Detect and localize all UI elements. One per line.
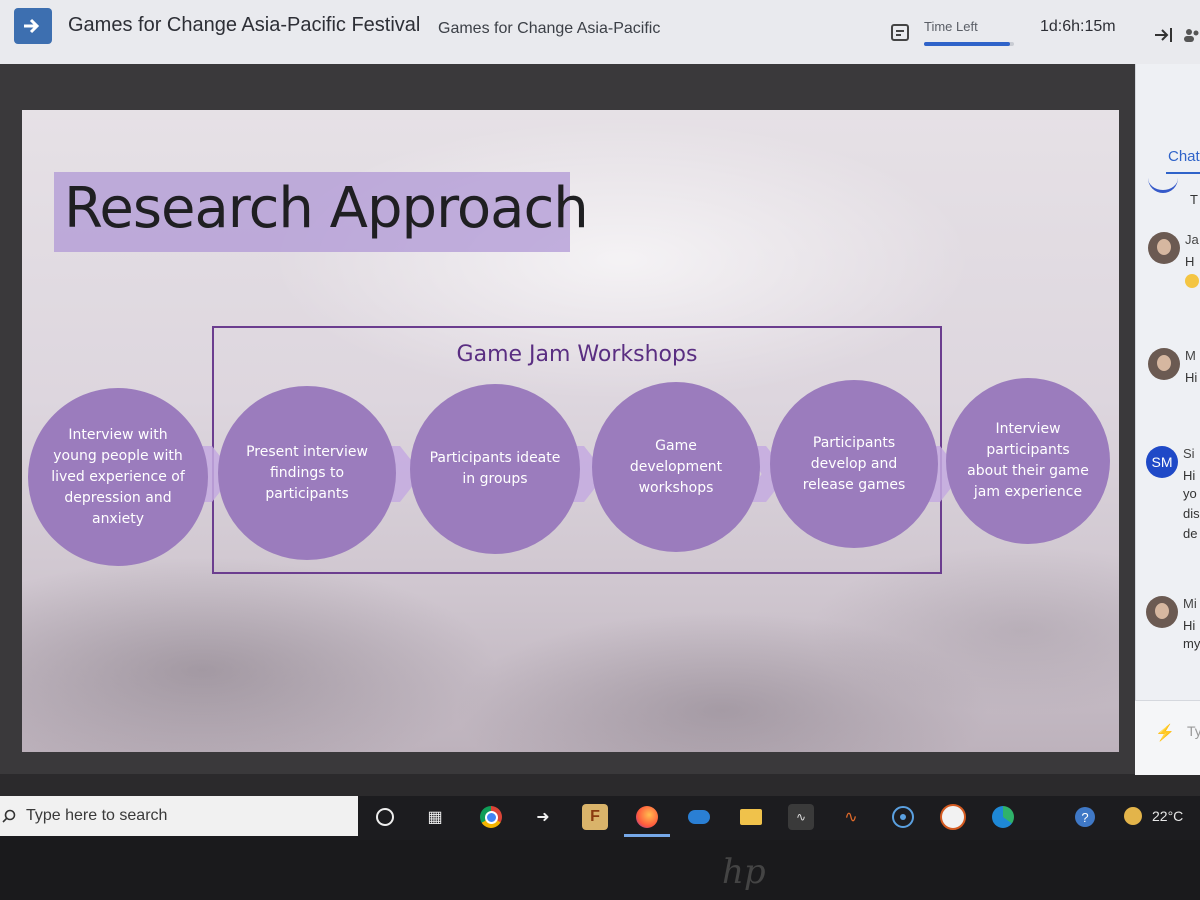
cloud-app-icon[interactable] — [686, 804, 712, 830]
windows-taskbar: Type here to search ▦ ➜ F ∿ ∿ ? 22°C — [0, 796, 1200, 840]
slide: Research Approach Game Jam Workshops Int… — [22, 110, 1119, 752]
tab-chat[interactable]: Chat — [1168, 148, 1200, 165]
avatar — [1148, 232, 1180, 264]
task-view-icon[interactable]: ▦ — [422, 804, 448, 830]
game-jam-group-label: Game Jam Workshops — [212, 342, 942, 367]
step-1-circle: Interview with young people with lived e… — [28, 388, 208, 566]
calendar-icon — [890, 22, 910, 42]
exit-icon[interactable] — [1153, 26, 1173, 44]
step-5-circle: Participants develop and release games — [770, 380, 938, 548]
step-2-circle: Present interview findings to participan… — [218, 386, 396, 560]
chrome-icon[interactable] — [478, 804, 504, 830]
chat-input[interactable]: Ty — [1187, 723, 1200, 739]
avatar — [1148, 348, 1180, 380]
message-text: yo — [1183, 486, 1197, 501]
weather-icon[interactable] — [1124, 807, 1142, 825]
chat-panel: Chat T — [1135, 64, 1200, 774]
message-text: de — [1183, 526, 1197, 541]
search-icon — [2, 809, 16, 823]
tab-chat-underline — [1166, 172, 1200, 174]
step-6-circle: Interview participants about their game … — [946, 378, 1110, 544]
message-author: Mi — [1183, 596, 1197, 611]
audio-app-icon[interactable]: ∿ — [788, 804, 814, 830]
taskbar-search[interactable]: Type here to search — [0, 796, 358, 836]
hp-logo: hp — [722, 852, 766, 892]
time-left-progress-fill — [924, 42, 1010, 46]
message-author: Ja — [1185, 232, 1199, 247]
step-4-circle: Game development workshops — [592, 382, 760, 552]
message-text: Hi — [1185, 368, 1197, 388]
emoji-icon — [1185, 274, 1199, 288]
event-name-link[interactable]: Games for Change Asia-Pacific — [438, 20, 660, 38]
temperature: 22°C — [1152, 808, 1183, 824]
message-snippet: T — [1190, 192, 1198, 207]
laptop-bezel — [0, 840, 1200, 900]
time-left-progress — [924, 42, 1014, 46]
chat-message[interactable]: M Hi — [1148, 348, 1200, 408]
edge-icon[interactable] — [990, 804, 1016, 830]
message-text: Hi — [1183, 616, 1195, 636]
people-icon[interactable] — [1184, 28, 1200, 42]
firefox-icon[interactable] — [634, 804, 660, 830]
app-header: Games for Change Asia-Pacific Festival G… — [0, 0, 1200, 65]
app-f-icon[interactable]: F — [582, 804, 608, 830]
app-lightning-icon[interactable]: ➜ — [530, 804, 556, 830]
chat-message[interactable]: SM Si Hi yo dis de — [1146, 446, 1200, 556]
pen-app-icon[interactable] — [940, 804, 966, 830]
message-text: dis — [1183, 506, 1200, 521]
search-input[interactable]: Type here to search — [26, 807, 167, 825]
active-app-indicator — [624, 834, 670, 837]
app-logo-icon[interactable] — [14, 8, 52, 44]
lightning-icon[interactable]: ⚡ — [1155, 723, 1175, 743]
file-explorer-icon[interactable] — [738, 804, 764, 830]
chat-composer[interactable]: ⚡ Ty — [1135, 700, 1200, 775]
time-left-value: 1d:6h:15m — [1040, 18, 1116, 36]
message-author: Si — [1183, 446, 1195, 461]
chat-message[interactable]: Mi Hi my — [1146, 596, 1200, 666]
slide-title: Research Approach — [64, 176, 588, 241]
app-title: Games for Change Asia-Pacific Festival — [68, 14, 420, 37]
message-text: Hi — [1183, 466, 1195, 486]
waveform-icon[interactable]: ∿ — [838, 804, 864, 830]
step-3-circle: Participants ideate in groups — [410, 384, 580, 554]
avatar — [1146, 596, 1178, 628]
message-text: H — [1185, 252, 1194, 272]
avatar: SM — [1146, 446, 1178, 478]
message-author: M — [1185, 348, 1196, 363]
chat-message[interactable]: Ja H — [1148, 232, 1200, 322]
message-text: my — [1183, 636, 1200, 651]
cortana-icon[interactable] — [372, 804, 398, 830]
time-left-label: Time Left — [924, 19, 978, 34]
help-icon[interactable]: ? — [1072, 804, 1098, 830]
circle-app-icon[interactable] — [890, 804, 916, 830]
